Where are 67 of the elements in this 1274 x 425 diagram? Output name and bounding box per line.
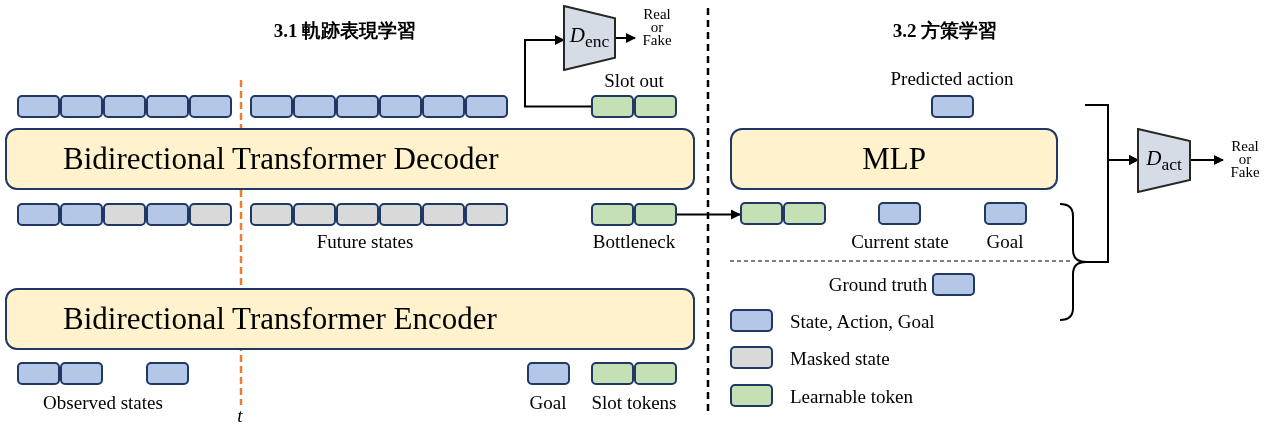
token-box: [293, 95, 336, 118]
arrow: [676, 209, 741, 220]
token-box: [527, 362, 570, 385]
output-label: Real or Fake: [1224, 140, 1266, 182]
token-box: [60, 203, 103, 226]
token-caption: Bottleneck: [592, 231, 676, 251]
time-label: t: [237, 405, 243, 425]
token-box: [422, 95, 465, 118]
token-box: [422, 203, 465, 226]
token-box: [336, 203, 379, 226]
token-caption: Goal: [986, 231, 1024, 251]
token-box: [984, 202, 1027, 225]
mlp-box: MLP: [730, 128, 1058, 190]
token-box: [634, 362, 677, 385]
transformer-box: Bidirectional Transformer Decoder: [5, 128, 695, 190]
transformer-box: Bidirectional Transformer Encoder: [5, 288, 695, 350]
token-box: [189, 95, 232, 118]
token-caption: Goal: [529, 392, 567, 412]
token-box: [591, 362, 634, 385]
token-box: [60, 362, 103, 385]
discriminator-trapezoid: D$_{act}$: [1137, 128, 1191, 193]
legend-label: Learnable token: [790, 386, 913, 406]
token-box: [17, 362, 60, 385]
token-box: [634, 203, 677, 226]
token-caption: Slot tokens: [591, 392, 677, 412]
token-box: [250, 203, 293, 226]
token-box: [740, 202, 783, 225]
token-box: [379, 203, 422, 226]
token-box: [146, 95, 189, 118]
token-box: [17, 95, 60, 118]
token-caption: Future states: [316, 231, 414, 251]
arrow: [615, 33, 636, 43]
token-box: [591, 95, 634, 118]
token-box: [465, 95, 508, 118]
discriminator-trapezoid: D$_{enc}$: [563, 5, 616, 71]
token-box: [146, 203, 189, 226]
arrow: [1190, 155, 1224, 165]
arrow: [1085, 155, 1139, 263]
token-box: [783, 202, 826, 225]
token-caption: Ground truth: [828, 274, 928, 294]
legend-label: State, Action, Goal: [790, 311, 935, 331]
token-caption: Current state: [851, 231, 949, 251]
token-box: [878, 202, 921, 225]
token-box: [932, 273, 975, 296]
output-label: Real or Fake: [636, 8, 678, 50]
curly-brace: [1059, 202, 1086, 322]
token-caption: Slot out: [604, 70, 664, 90]
token-box: [60, 95, 103, 118]
token-box: [250, 95, 293, 118]
arrow: [524, 35, 592, 108]
token-box: [336, 95, 379, 118]
token-box: [591, 203, 634, 226]
legend-label: Masked state: [790, 348, 890, 368]
token-box: [17, 203, 60, 226]
token-box: [189, 203, 232, 226]
section-heading: 3.2 方策学習: [892, 20, 998, 40]
token-box: [103, 203, 146, 226]
token-box: [146, 362, 189, 385]
token-caption: Predicted action: [890, 68, 1014, 88]
token-box: [379, 95, 422, 118]
token-box: [103, 95, 146, 118]
section-heading: 3.1 軌跡表現学習: [273, 20, 417, 40]
token-caption: Observed states: [43, 392, 163, 412]
token-box: [293, 203, 336, 226]
token-box: [634, 95, 677, 118]
token-box: [465, 203, 508, 226]
token-box: [931, 95, 974, 118]
